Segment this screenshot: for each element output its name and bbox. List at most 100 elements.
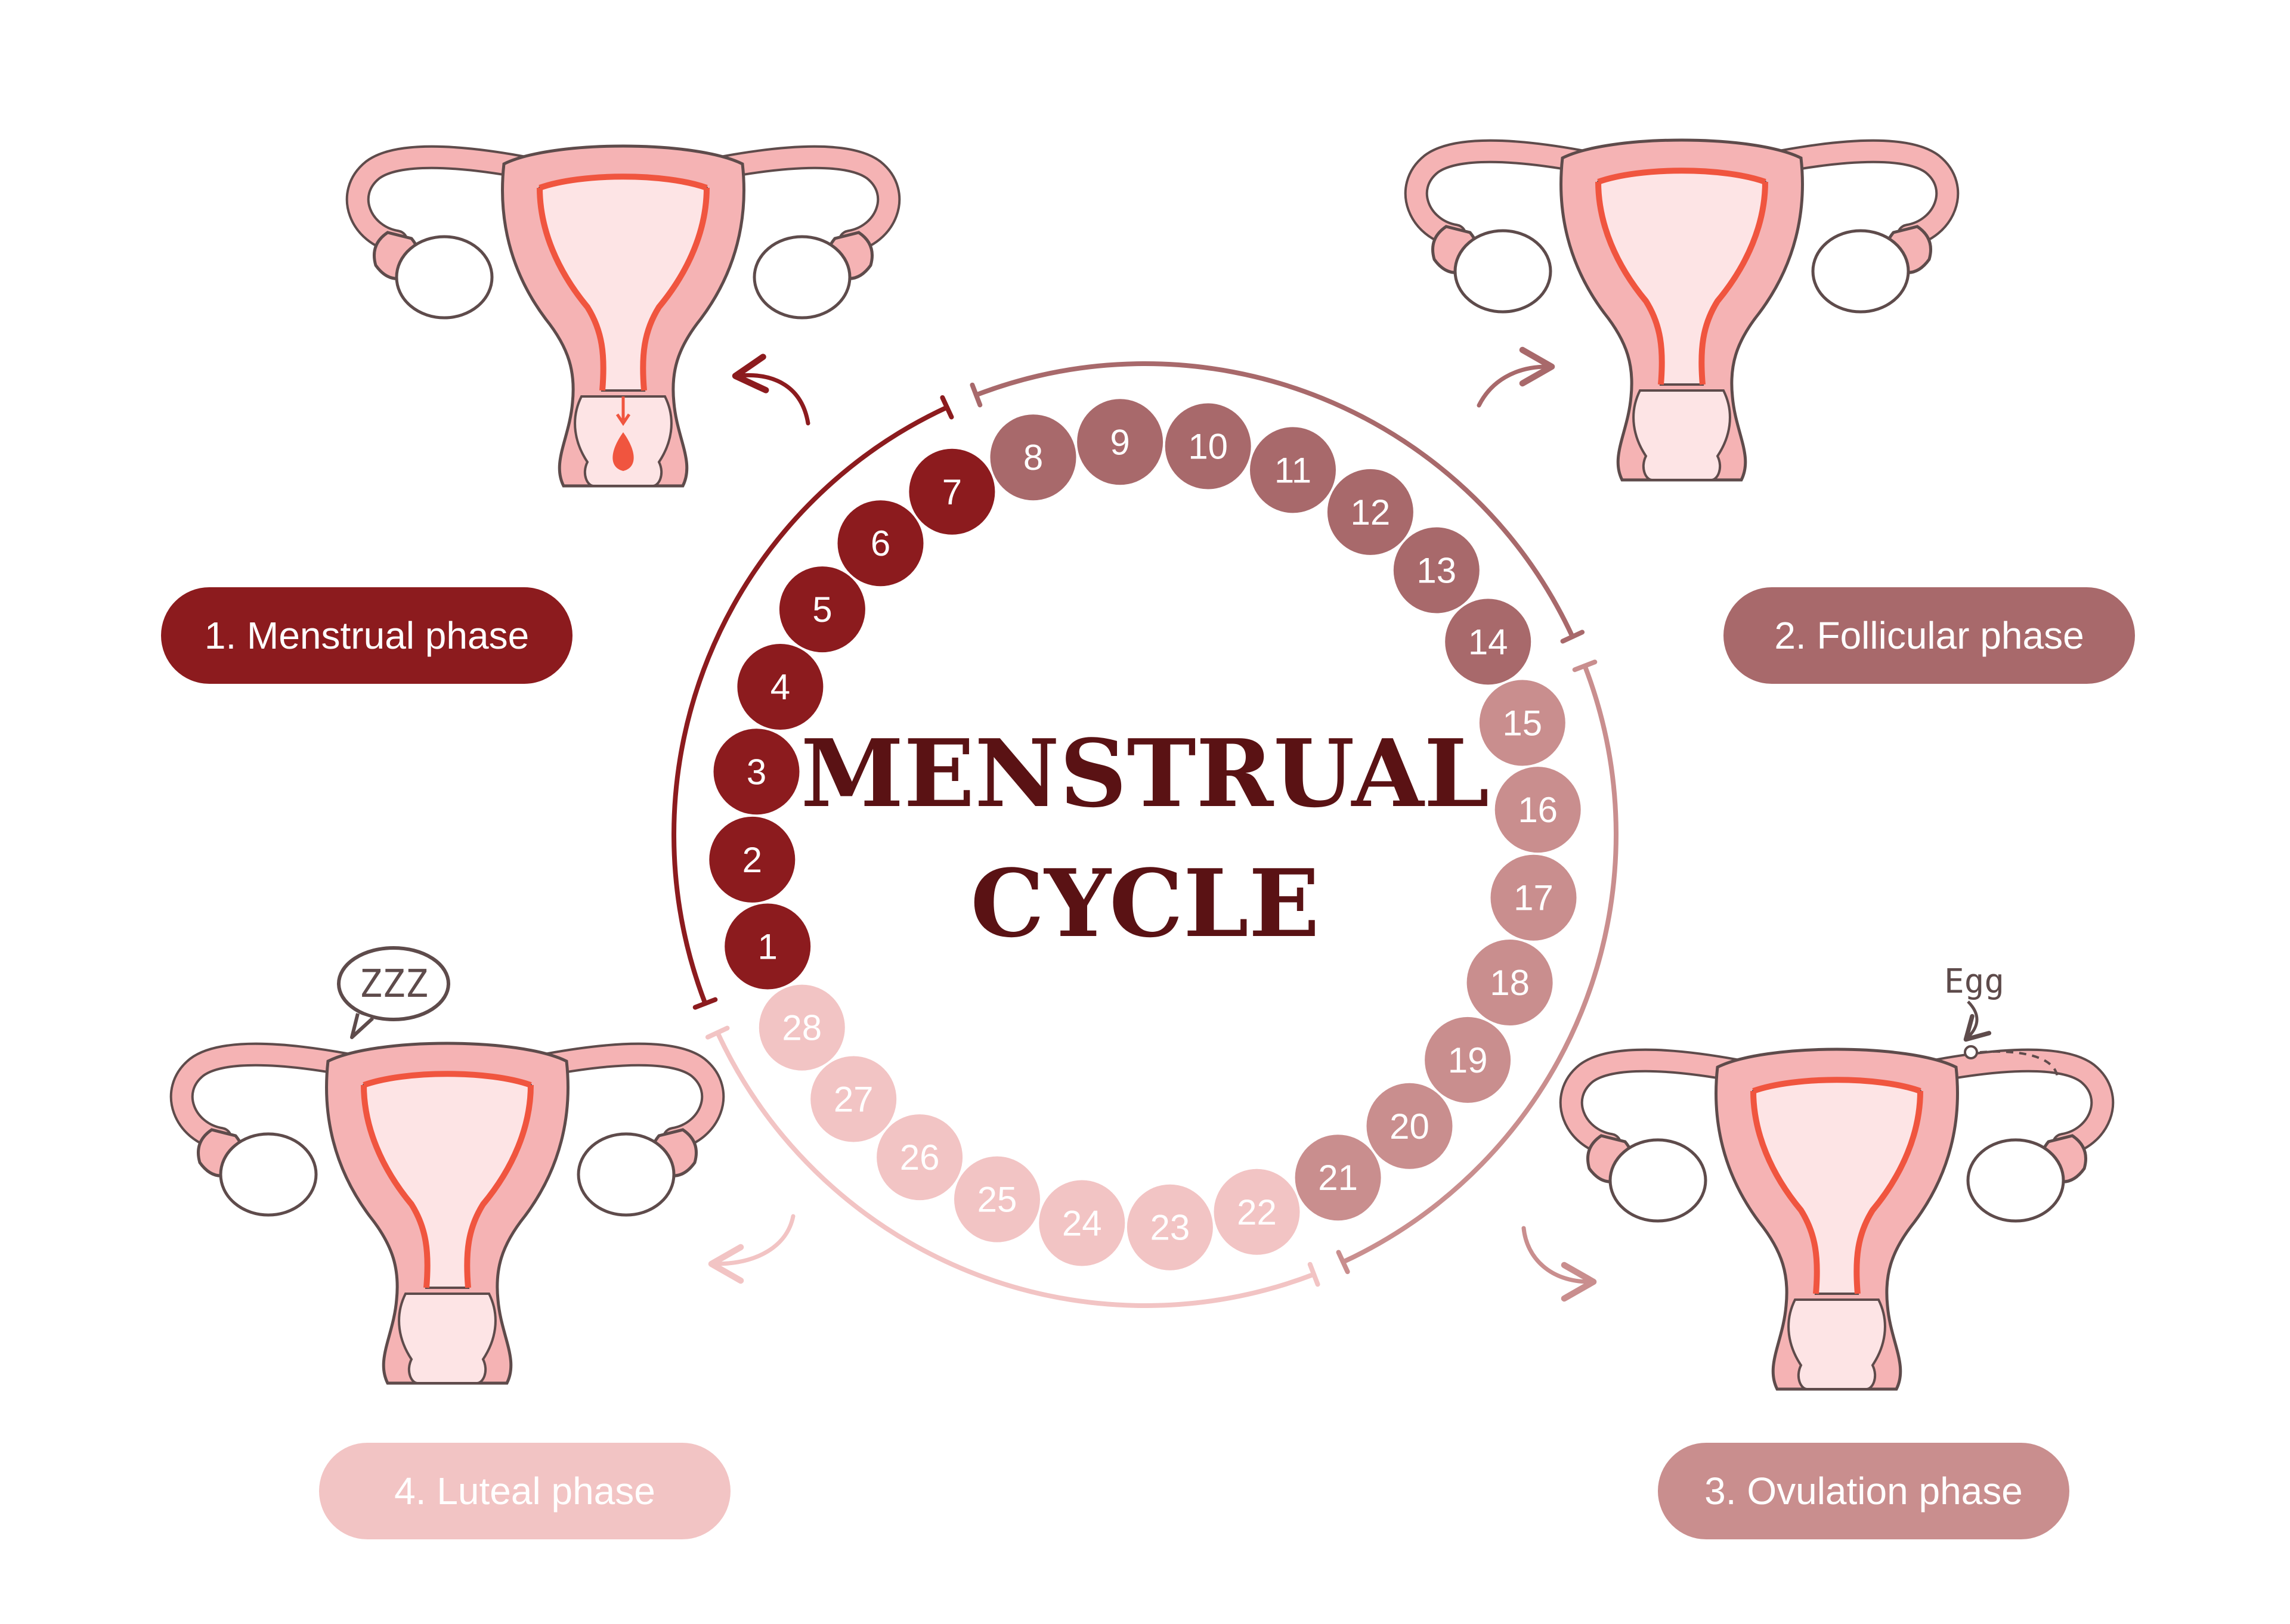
day-circle-11: 11 xyxy=(1250,427,1336,513)
day-circle-4: 4 xyxy=(737,644,824,730)
day-number: 18 xyxy=(1490,963,1530,1003)
day-number: 2 xyxy=(742,840,762,880)
phase-label-ovulation: 3. Ovulation phase xyxy=(1658,1443,2069,1539)
day-number: 17 xyxy=(1514,878,1554,918)
svg-text:3. Ovulation phase: 3. Ovulation phase xyxy=(1704,1470,2023,1513)
day-marker xyxy=(909,448,995,535)
day-marker xyxy=(990,414,1076,501)
day-marker xyxy=(1490,854,1577,941)
day-number: 23 xyxy=(1150,1208,1190,1248)
blood-drop-icon xyxy=(612,396,634,471)
day-marker xyxy=(1494,767,1581,853)
day-marker xyxy=(709,816,796,903)
phase-arc-tick xyxy=(970,382,983,408)
day-number: 21 xyxy=(1318,1158,1358,1198)
day-number: 16 xyxy=(1518,790,1558,830)
phase-label-luteal: 4. Luteal phase xyxy=(319,1443,731,1539)
day-marker xyxy=(877,1114,963,1201)
day-marker xyxy=(1466,940,1553,1025)
day-marker xyxy=(1445,599,1531,685)
uterus-icon-menstrual xyxy=(358,146,889,486)
day-number: 6 xyxy=(871,523,890,563)
day-circle-17: 17 xyxy=(1490,854,1577,941)
day-marker xyxy=(1214,1169,1300,1255)
day-number: 24 xyxy=(1062,1204,1102,1244)
day-number: 9 xyxy=(1110,422,1129,462)
day-circle-24: 24 xyxy=(1039,1180,1125,1266)
diagram-title-line-1: MENSTRUAL xyxy=(801,719,1490,828)
day-marker xyxy=(1250,427,1336,513)
uterus-icon-follicular xyxy=(1416,140,1947,480)
day-circle-8: 8 xyxy=(990,414,1076,501)
uterus-icon-ovulation xyxy=(1571,1049,2102,1389)
day-circle-14: 14 xyxy=(1445,599,1531,685)
day-marker xyxy=(1393,527,1480,613)
day-marker xyxy=(1479,680,1565,766)
speech-bubble-icon: ZZZ xyxy=(337,946,450,1039)
day-circle-20: 20 xyxy=(1366,1083,1453,1169)
sleep-text: ZZZ xyxy=(359,962,428,1006)
day-number: 10 xyxy=(1188,427,1228,467)
day-number: 28 xyxy=(782,1008,822,1048)
day-circle-6: 6 xyxy=(837,500,924,587)
diagram-title-line-2: CYCLE xyxy=(970,849,1320,958)
day-marker xyxy=(1077,399,1163,485)
curved-arrow-icon xyxy=(708,346,1597,1302)
phase-arc-menstrual xyxy=(671,405,949,1006)
day-circle-23: 23 xyxy=(1127,1184,1213,1270)
day-number: 12 xyxy=(1351,492,1391,532)
day-marker xyxy=(1425,1016,1511,1103)
day-number: 11 xyxy=(1274,450,1311,490)
svg-text:1. Menstrual phase: 1. Menstrual phase xyxy=(205,614,529,657)
day-number: 13 xyxy=(1416,551,1456,591)
day-marker xyxy=(713,729,800,815)
day-marker xyxy=(737,644,824,730)
egg-label: Egg xyxy=(1944,962,2004,1001)
day-circle-21: 21 xyxy=(1295,1135,1381,1221)
day-circle-1: 1 xyxy=(725,903,811,990)
day-marker xyxy=(1366,1083,1453,1169)
phase-arc-luteal xyxy=(715,1030,1317,1308)
day-circle-16: 16 xyxy=(1494,767,1581,853)
phase-arcs xyxy=(671,361,1619,1308)
day-marker xyxy=(810,1056,897,1142)
day-circle-13: 13 xyxy=(1393,527,1480,613)
day-marker xyxy=(1295,1135,1381,1221)
day-circle-22: 22 xyxy=(1214,1169,1300,1255)
day-circle-19: 19 xyxy=(1425,1016,1511,1103)
day-circle-15: 15 xyxy=(1479,680,1565,766)
day-number: 20 xyxy=(1390,1107,1429,1146)
day-marker xyxy=(725,903,811,990)
day-circle-3: 3 xyxy=(713,729,800,815)
phase-arc-tick xyxy=(1307,1262,1320,1287)
day-number: 25 xyxy=(977,1180,1017,1220)
phase-arc-tick xyxy=(1560,630,1585,644)
day-circle-26: 26 xyxy=(877,1114,963,1201)
day-circle-5: 5 xyxy=(779,566,865,653)
day-marker xyxy=(759,984,845,1071)
day-marker xyxy=(837,500,924,587)
day-number: 1 xyxy=(758,927,778,967)
phase-arc-tick xyxy=(1336,1250,1350,1275)
phase-arc-follicular xyxy=(973,361,1575,639)
svg-text:4. Luteal phase: 4. Luteal phase xyxy=(394,1470,655,1513)
phase-arc-tick xyxy=(1572,659,1598,672)
day-number: 5 xyxy=(812,590,832,630)
phase-arc-ovulation xyxy=(1341,663,1619,1265)
day-circle-2: 2 xyxy=(709,816,796,903)
phase-label-menstrual: 1. Menstrual phase xyxy=(161,587,572,684)
day-marker xyxy=(779,566,865,653)
day-marker xyxy=(1039,1180,1125,1266)
egg-icon xyxy=(1964,1045,1978,1059)
day-circle-10: 10 xyxy=(1165,403,1251,489)
day-number: 26 xyxy=(900,1138,940,1177)
day-circle-28: 28 xyxy=(759,984,845,1071)
day-number: 8 xyxy=(1023,438,1043,478)
uterus-icon-luteal xyxy=(182,1043,713,1383)
phase-label-follicular: 2. Follicular phase xyxy=(1723,587,2135,684)
egg-annotation: Egg xyxy=(1944,962,2059,1080)
day-circle-9: 9 xyxy=(1077,399,1163,485)
phase-arc-tick xyxy=(692,997,718,1010)
day-circle-27: 27 xyxy=(810,1056,897,1142)
